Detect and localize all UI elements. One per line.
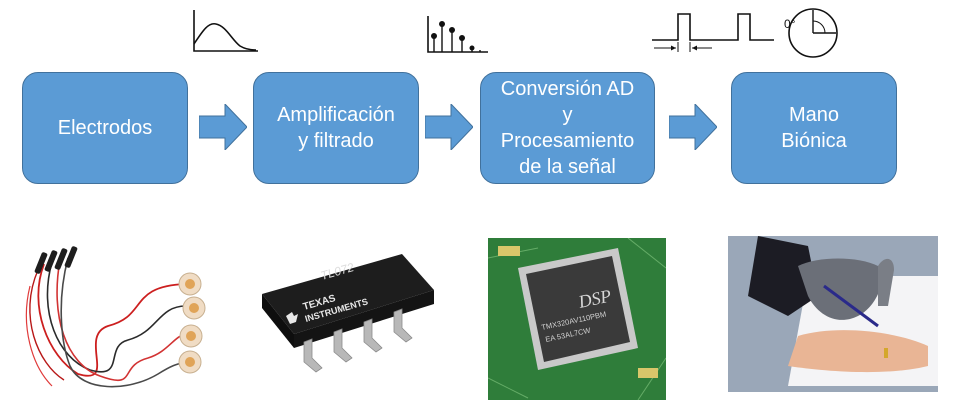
pulse-signal-icon — [652, 13, 774, 52]
bionic-hand-photo — [728, 236, 938, 392]
discrete-samples-icon — [427, 16, 488, 53]
arrow-amplificacion-to-conversion — [425, 104, 473, 150]
block-amplificacion-label: Amplificación y filtrado — [277, 104, 395, 152]
servo-angle-icon: 0° — [784, 8, 838, 58]
arrow-conversion-to-mano — [669, 104, 717, 150]
arrow-electrodos-to-amplificacion — [199, 104, 247, 150]
block-electrodos-label: Electrodos — [57, 117, 153, 139]
tl072-chip-photo: TL072 TEXAS INSTRUMENTS — [252, 244, 442, 386]
block-mano-bionica: Mano Biónica — [731, 72, 897, 184]
continuous-curve-icon — [193, 10, 258, 52]
servo-angle-label: 0° — [784, 17, 796, 31]
block-conversion: Conversión AD y Procesamiento de la seña… — [480, 72, 655, 184]
block-mano-label: Mano Biónica — [781, 104, 847, 152]
dsp-board-photo: DSP TMX320AV110PBM EA 53AL7CW — [488, 238, 666, 400]
block-amplificacion: Amplificación y filtrado — [253, 72, 419, 184]
electrodes-photo — [8, 246, 218, 394]
block-electrodos: Electrodos — [22, 72, 188, 184]
block-conversion-label: Conversión AD y Procesamiento de la seña… — [500, 78, 635, 178]
